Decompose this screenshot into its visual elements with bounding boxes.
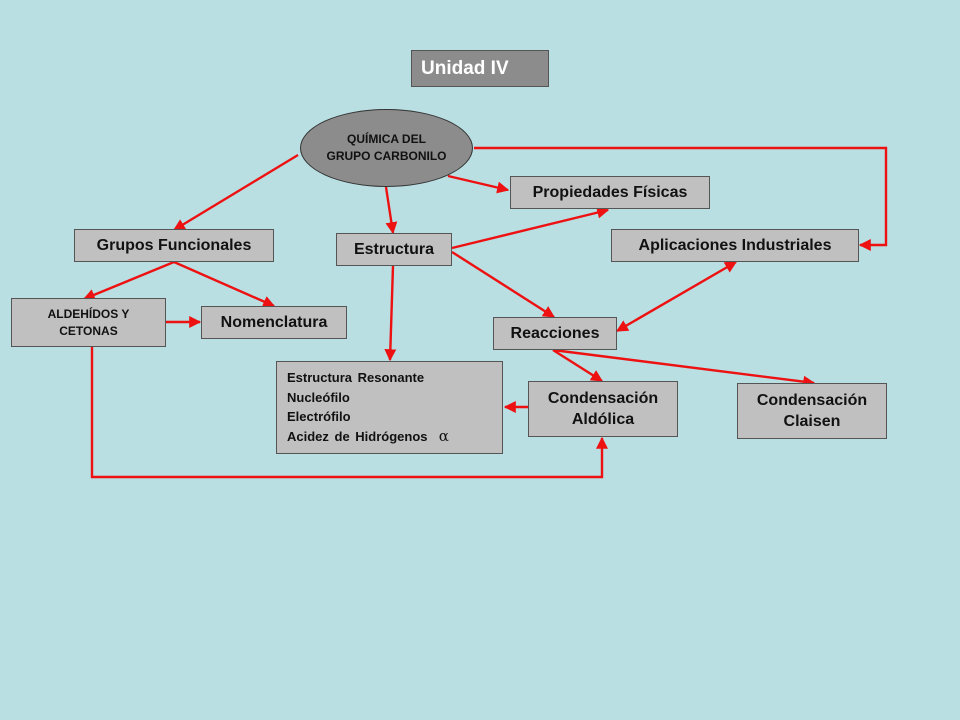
center-node-line1: QUÍMICA DEL [347, 132, 426, 146]
alpha-symbol: α [438, 426, 449, 445]
detail-electrofilo: Electrófilo [287, 409, 351, 424]
detail-estructura-resonante: Estructura Resonante [287, 370, 425, 385]
detail-acidez: Acidez de Hidrógenos [287, 428, 428, 444]
arrow-estructura-to-propiedades [451, 206, 610, 250]
arrow-aldehidos-to-aldolica [90, 347, 608, 479]
node-claisen-line2: Claisen [783, 413, 841, 430]
node-estructura: Estructura [336, 233, 452, 266]
detail-acidez-row: Acidez de Hidrógenos α [287, 427, 502, 447]
node-grupos-label: Grupos Funcionales [96, 236, 252, 254]
node-reacciones-label: Reacciones [510, 324, 600, 342]
arrow-reacciones-aplicaciones [615, 260, 738, 333]
node-claisen-line1: Condensación [756, 392, 868, 409]
node-grupos-funcionales: Grupos Funcionales [74, 229, 274, 262]
node-condensacion-claisen: Condensación Claisen [737, 383, 887, 439]
node-aldolica-line2: Aldólica [571, 411, 635, 428]
arrow-center-to-grupos [172, 153, 299, 232]
node-aplicaciones-industriales: Aplicaciones Industriales [611, 229, 859, 262]
node-nomenclatura: Nomenclatura [201, 306, 347, 339]
arrow-estructura-to-details [384, 265, 397, 362]
node-propiedades-label: Propiedades Físicas [532, 183, 688, 201]
estructura-details-box: Estructura Resonante Nucleófilo Electróf… [276, 361, 503, 454]
node-propiedades-fisicas: Propiedades Físicas [510, 176, 710, 209]
node-condensacion-aldolica: Condensación Aldólica [528, 381, 678, 437]
arrow-estructura-to-reacciones [451, 250, 556, 319]
node-reacciones: Reacciones [493, 317, 617, 350]
node-aldolica-line1: Condensación [547, 390, 659, 407]
node-aldehidos-cetonas: ALDEHÍDOS Y CETONAS [11, 298, 166, 347]
node-aplicaciones-label: Aplicaciones Industriales [638, 236, 832, 254]
arrow-reacciones-to-aldolica [552, 348, 604, 383]
unit-title: Unidad IV [411, 50, 549, 87]
arrow-reacciones-to-claisen [552, 348, 816, 388]
node-estructura-label: Estructura [353, 240, 435, 258]
node-aldehidos-line2: CETONAS [59, 323, 118, 338]
detail-nucleofilo: Nucleófilo [287, 389, 350, 405]
arrow-grupos-to-aldehidos [82, 260, 175, 301]
arrow-center-to-aplicaciones [474, 146, 888, 251]
arrow-grupos-to-nomenclatura [173, 260, 276, 308]
node-aldehidos-line1: ALDEHÍDOS Y [47, 306, 130, 321]
center-node-line2: GRUPO CARBONILO [326, 149, 447, 163]
arrow-center-to-estructura [384, 186, 398, 235]
node-nomenclatura-label: Nomenclatura [220, 313, 328, 331]
arrow-center-to-propiedades [447, 174, 510, 194]
center-node-quimica: QUÍMICA DEL GRUPO CARBONILO [300, 109, 473, 187]
